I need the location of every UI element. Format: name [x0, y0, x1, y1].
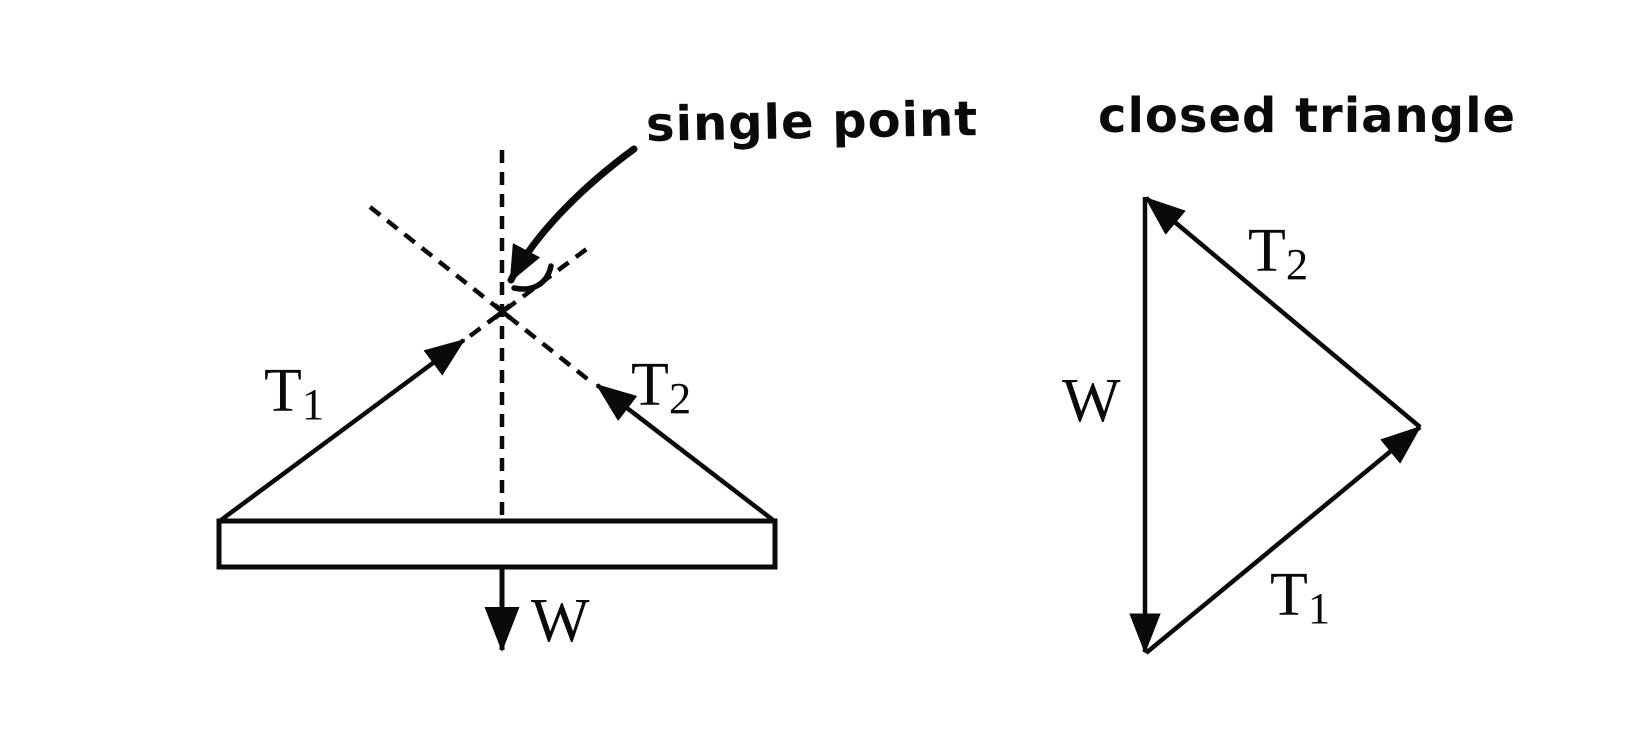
- closed-triangle-title: closed triangle: [1098, 88, 1517, 144]
- t2-label-base: T: [631, 351, 669, 419]
- triangle-t1-vector-arrow: [1144, 425, 1422, 655]
- t2-label-subscript: 2: [668, 373, 692, 424]
- w-label: W: [531, 587, 590, 655]
- t1-label-subscript: 1: [301, 379, 325, 430]
- t2-label: T2: [631, 354, 691, 421]
- t2-tension-vector-arrow: [595, 383, 775, 522]
- triangle-t2-vector-arrow: [1144, 196, 1422, 429]
- triangle-t1-label-subscript: 1: [1307, 583, 1331, 634]
- triangle-t2-label: T2: [1248, 220, 1308, 287]
- triangle-w-label: W: [1062, 367, 1121, 435]
- single-point-annotation-text: single point: [645, 91, 979, 153]
- annotation-curved-arrow: [507, 145, 638, 284]
- triangle-t2-label-subscript: 2: [1285, 239, 1309, 290]
- t1-label-base: T: [264, 357, 302, 425]
- intersection-mark: [493, 303, 512, 320]
- t2-line-of-action-dashed: [368, 205, 592, 383]
- triangle-t2-label-base: T: [1248, 217, 1286, 285]
- triangle-t1-label: T1: [1270, 564, 1330, 631]
- annotation-arrow-hook: [511, 263, 554, 292]
- suspended-bar: [216, 518, 778, 570]
- t1-tension-vector-arrow: [219, 338, 466, 522]
- triangle-t1-label-base: T: [1270, 561, 1308, 629]
- t1-label: T1: [264, 360, 324, 427]
